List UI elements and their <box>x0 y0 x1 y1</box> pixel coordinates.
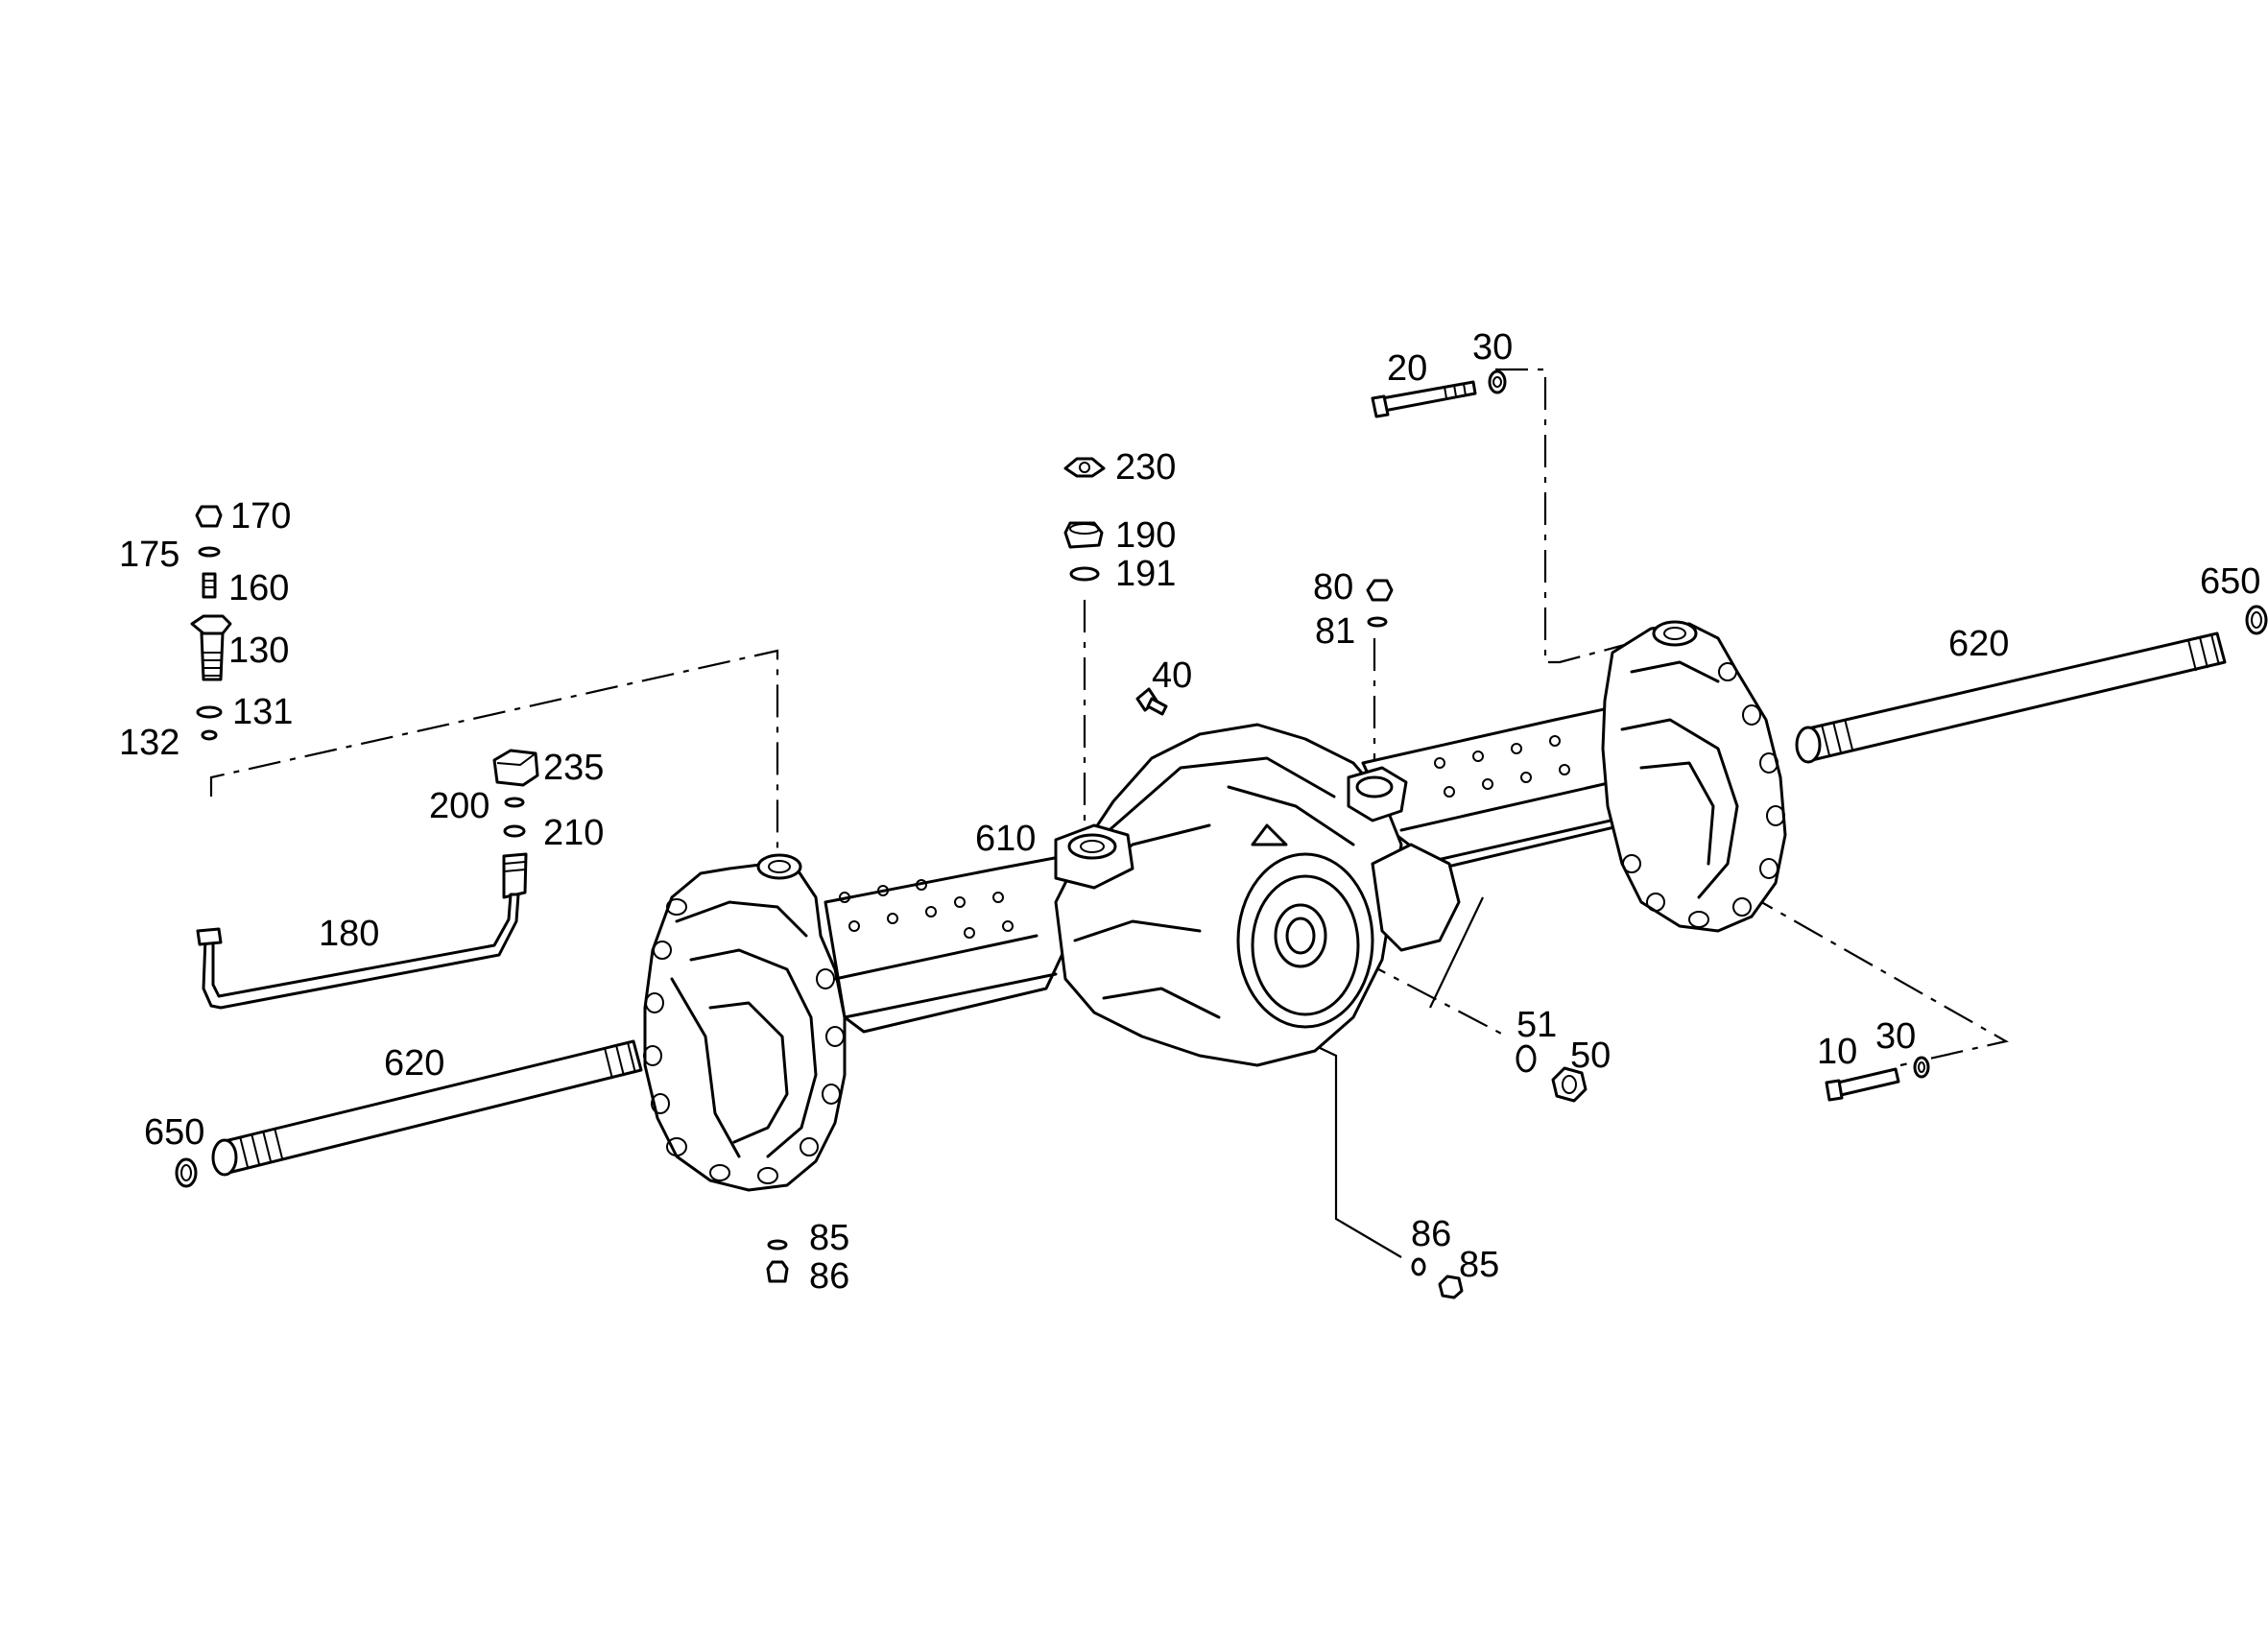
bolt-20 <box>1371 380 1477 418</box>
o-ring-51 <box>1516 1044 1537 1073</box>
o-ring-210 <box>503 824 526 838</box>
callout-10: 10 <box>1817 1032 1857 1072</box>
o-ring-175 <box>198 546 221 558</box>
left-wheel-flange <box>643 853 847 1192</box>
callout-200: 200 <box>429 786 489 826</box>
callout-160: 160 <box>228 568 289 608</box>
differential-housing <box>1054 723 1461 1067</box>
callout-650-left: 650 <box>144 1112 204 1153</box>
o-ring-81 <box>1367 616 1388 628</box>
brake-pipe-180 <box>196 852 528 1010</box>
right-wheel-flange <box>1601 620 1787 933</box>
callout-50: 50 <box>1570 1036 1611 1076</box>
callout-81: 81 <box>1315 611 1355 652</box>
callout-190: 190 <box>1115 515 1176 556</box>
plug-80 <box>1366 579 1394 602</box>
plug-190 <box>1063 521 1104 549</box>
callout-85-bottom: 85 <box>809 1218 849 1258</box>
callout-132: 132 <box>119 723 179 763</box>
axle-shaft-right <box>1795 631 2227 764</box>
o-ring-131 <box>196 705 223 719</box>
callout-85-right: 85 <box>1459 1245 1499 1285</box>
callout-86-bottom: 86 <box>809 1256 849 1297</box>
callout-230: 230 <box>1115 447 1176 488</box>
callout-20: 20 <box>1387 348 1427 389</box>
callout-30-right: 30 <box>1875 1016 1916 1057</box>
o-ring-191 <box>1069 566 1100 582</box>
axle-shaft-left <box>211 1039 643 1177</box>
callout-175: 175 <box>119 535 179 575</box>
bolt-10 <box>1825 1067 1900 1102</box>
callout-620-left: 620 <box>384 1043 444 1084</box>
callout-650-right: 650 <box>2200 561 2260 602</box>
leader-lines <box>209 368 2010 1258</box>
callout-620-right: 620 <box>1948 624 2009 664</box>
callout-235: 235 <box>543 748 604 788</box>
seal-ring-650-left <box>175 1157 198 1188</box>
callout-191: 191 <box>1115 554 1176 594</box>
callout-130: 130 <box>228 631 289 671</box>
nut-235 <box>492 749 539 787</box>
callout-labels: 20 30 230 170 175 160 190 191 80 81 650 … <box>119 327 2260 1297</box>
callout-40: 40 <box>1152 655 1192 696</box>
callout-80: 80 <box>1313 567 1353 608</box>
plug-86-bottom <box>766 1260 789 1283</box>
seal-ring-650-right <box>2245 605 2268 635</box>
nut-50 <box>1551 1066 1588 1103</box>
o-ring-200 <box>504 797 525 808</box>
o-ring-85-bottom <box>767 1239 788 1251</box>
o-ring-86-right <box>1411 1257 1426 1276</box>
callout-180: 180 <box>319 914 379 954</box>
fitting-130 <box>190 614 232 681</box>
washer-30-top <box>1488 369 1507 394</box>
plug-85-right <box>1438 1275 1464 1299</box>
cap-170 <box>195 505 223 528</box>
callout-170: 170 <box>230 496 291 536</box>
washer-30-right <box>1913 1056 1930 1079</box>
vent-cap-230 <box>1063 457 1106 478</box>
callout-51: 51 <box>1516 1005 1557 1045</box>
callout-210: 210 <box>543 813 604 853</box>
callout-610: 610 <box>975 819 1036 859</box>
callout-30-top: 30 <box>1472 327 1513 368</box>
callout-86-right: 86 <box>1411 1214 1451 1254</box>
callout-131: 131 <box>232 692 293 732</box>
o-ring-132 <box>201 729 218 741</box>
axle-housing <box>824 703 1653 1034</box>
valve-160 <box>202 572 217 599</box>
screw-40 <box>1135 687 1168 716</box>
